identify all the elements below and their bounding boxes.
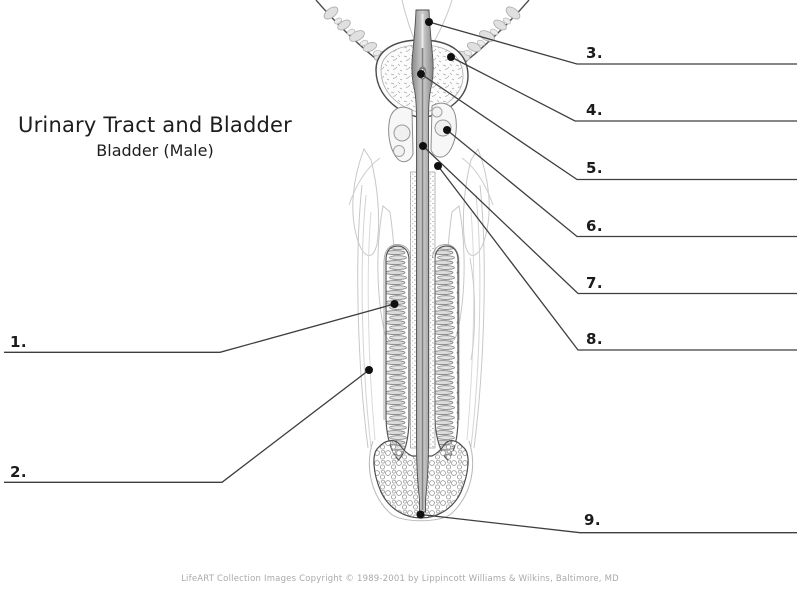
ejaculatory-duct-dots xyxy=(410,58,435,86)
corpus-cavernosum-right xyxy=(432,244,460,461)
corpus-spongiosum xyxy=(410,171,436,449)
label-number-2: 2. xyxy=(10,463,28,481)
answer-line-6 xyxy=(446,129,797,238)
answer-line-5 xyxy=(420,73,797,181)
answer-line-3 xyxy=(428,21,797,65)
page-subtitle: Bladder (Male) xyxy=(96,141,214,160)
answer-line-2 xyxy=(4,369,370,483)
bladder-wall xyxy=(315,0,530,78)
corpus-cavernosum-left xyxy=(383,244,411,461)
label-number-9: 9. xyxy=(584,511,602,529)
answer-lines xyxy=(4,21,797,534)
label-number-7: 7. xyxy=(586,274,604,292)
answer-line-9 xyxy=(420,513,797,534)
answer-line-7 xyxy=(422,145,797,295)
label-number-3: 3. xyxy=(586,44,604,62)
urethra xyxy=(410,9,435,513)
pointer-dots xyxy=(365,18,455,519)
label-number-5: 5. xyxy=(586,159,604,177)
label-number-1: 1. xyxy=(10,333,28,351)
title-block: Urinary Tract and Bladder Bladder (Male) xyxy=(5,113,305,160)
label-number-4: 4. xyxy=(586,101,604,119)
label-number-8: 8. xyxy=(586,330,604,348)
label-number-6: 6. xyxy=(586,217,604,235)
answer-line-4 xyxy=(450,56,797,122)
copyright-text: LifeART Collection Images Copyright © 19… xyxy=(181,574,619,584)
answer-line-1 xyxy=(4,303,395,353)
answer-line-8 xyxy=(437,165,797,351)
page-title: Urinary Tract and Bladder xyxy=(18,113,292,137)
